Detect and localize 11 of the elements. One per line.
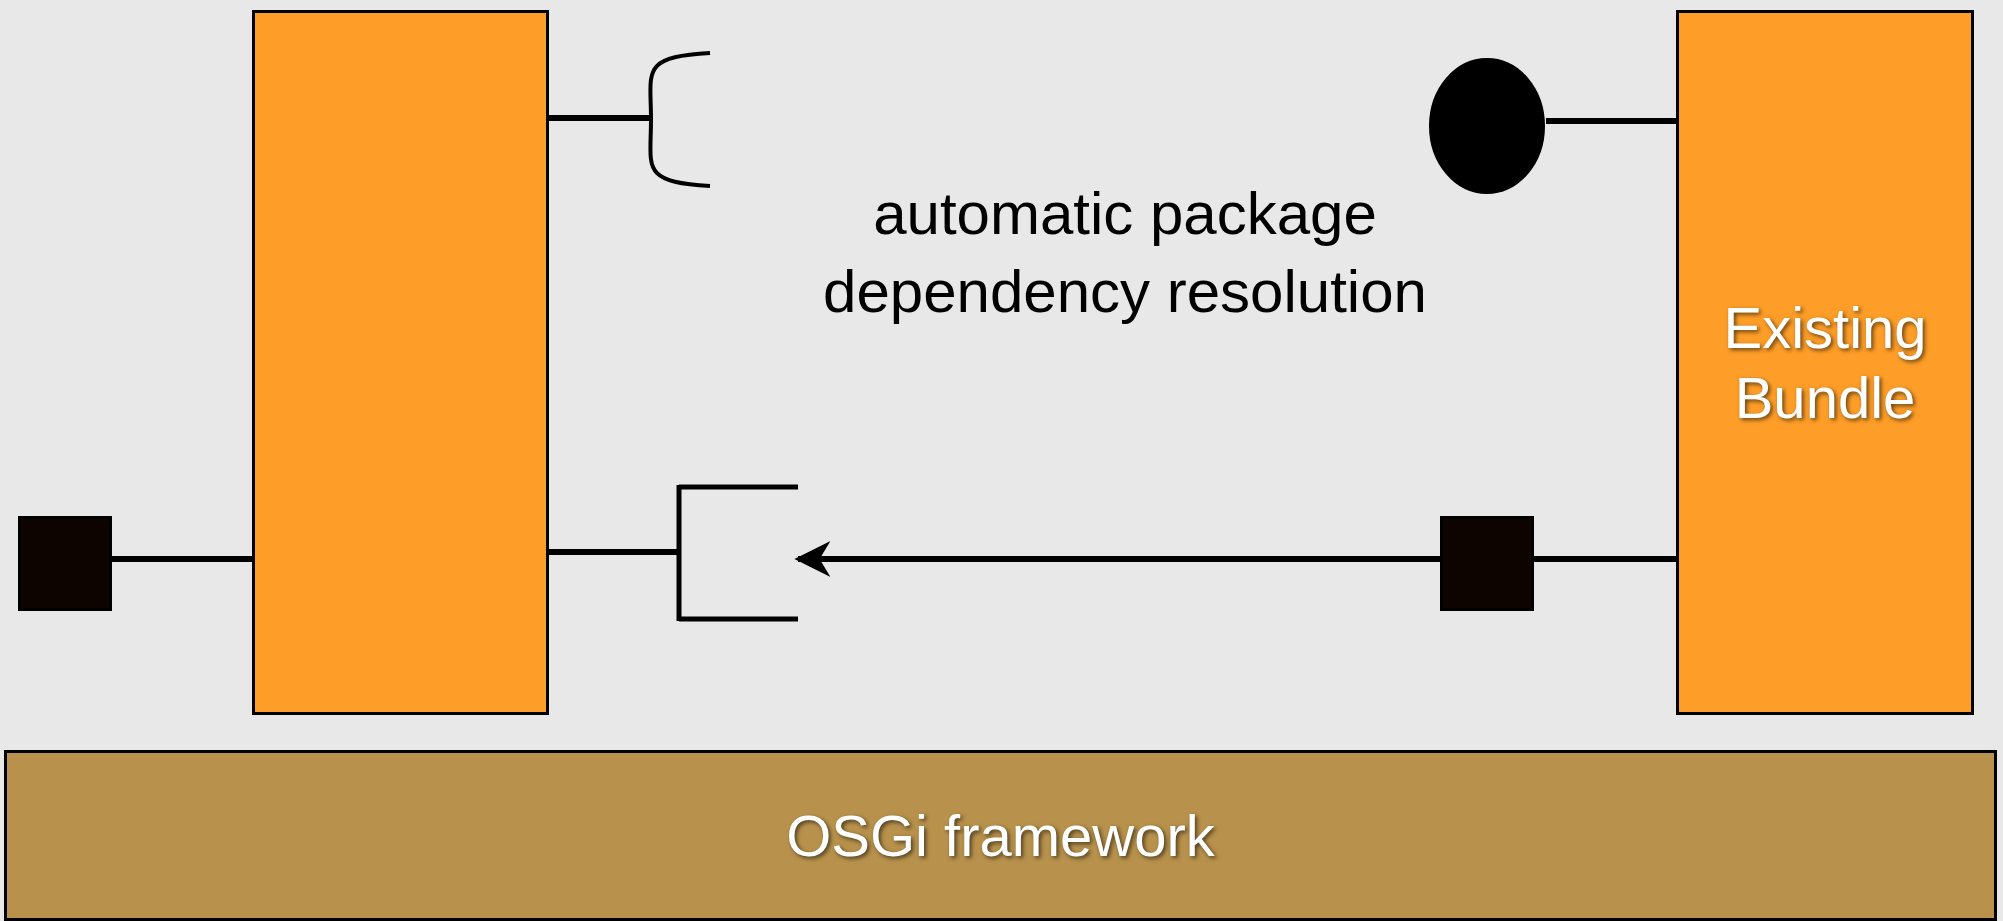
- connector-line: [1546, 118, 1676, 124]
- node-label: Existing Bundle: [1722, 293, 1928, 432]
- arrow: [794, 541, 1440, 577]
- annotation-text: automatic package dependency resolution: [822, 179, 1428, 327]
- connector-line: [549, 549, 677, 555]
- connector-line: [549, 115, 651, 121]
- connector-line: [112, 556, 252, 562]
- node-label: OSGi framework: [785, 801, 1216, 870]
- framework-bar: [4, 750, 1997, 921]
- connector-line: [1534, 556, 1676, 562]
- bundle-box: [1676, 10, 1974, 715]
